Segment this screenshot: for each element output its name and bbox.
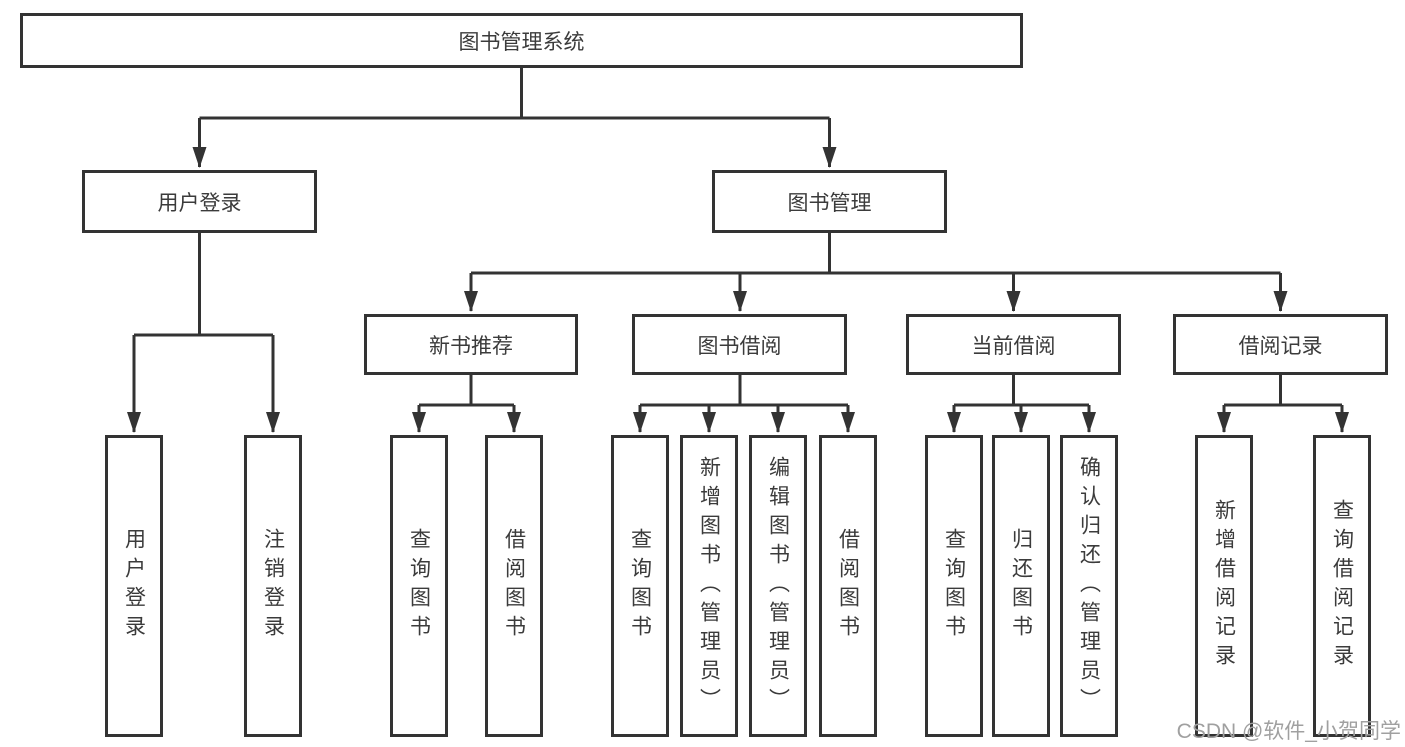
- leaf-nbr-borrow-books-label: 借阅图书: [502, 528, 526, 644]
- node-new-book-recommend-label: 新书推荐: [429, 334, 513, 358]
- leaf-br-query-record-label: 查询借阅记录: [1330, 499, 1354, 673]
- leaf-cb-confirm-return: 确认归还（管理员）: [1060, 435, 1118, 737]
- leaf-cb-query-books-label: 查询图书: [942, 528, 966, 644]
- node-borrow-records: 借阅记录: [1173, 314, 1388, 375]
- node-book-borrow-label: 图书借阅: [697, 334, 782, 358]
- leaf-logout: 注销登录: [244, 435, 302, 737]
- connector-root-bus: [199, 68, 830, 120]
- node-book-mgmt-label: 图书管理: [787, 191, 872, 215]
- leaf-bb-query-books: 查询图书: [611, 435, 669, 737]
- leaf-cb-return-books: 归还图书: [992, 435, 1050, 737]
- leaf-bb-borrow-books-label: 借阅图书: [836, 528, 860, 644]
- leaf-bb-borrow-books: 借阅图书: [819, 435, 877, 737]
- node-new-book-recommend: 新书推荐: [364, 314, 578, 375]
- leaf-br-add-record: 新增借阅记录: [1195, 435, 1253, 737]
- leaf-nbr-query-books: 查询图书: [390, 435, 448, 737]
- connector-new-book-rec-bus: [419, 375, 514, 407]
- leaf-bb-add-books-label: 新增图书（管理员）: [697, 455, 721, 717]
- connector-borrow-records-bus: [1224, 375, 1342, 407]
- leaf-br-query-record: 查询借阅记录: [1313, 435, 1371, 737]
- leaf-nbr-query-books-label: 查询图书: [407, 528, 431, 644]
- leaf-user-login: 用户登录: [105, 435, 163, 737]
- csdn-watermark: CSDN @软件_小贺同学: [1176, 720, 1401, 743]
- node-borrow-records-label: 借阅记录: [1238, 334, 1323, 358]
- connector-user-login-bus: [134, 233, 273, 337]
- leaf-cb-query-books: 查询图书: [925, 435, 983, 737]
- leaf-br-add-record-label: 新增借阅记录: [1212, 499, 1236, 673]
- node-current-borrow-label: 当前借阅: [971, 334, 1056, 358]
- connector-book-mgmt-bus: [471, 233, 1281, 275]
- leaf-cb-confirm-return-label: 确认归还（管理员）: [1077, 455, 1101, 717]
- node-user-login-label: 用户登录: [157, 191, 242, 215]
- leaf-bb-query-books-label: 查询图书: [628, 528, 652, 644]
- node-book-borrow: 图书借阅: [632, 314, 847, 375]
- node-root-label: 图书管理系统: [458, 30, 585, 54]
- node-user-login: 用户登录: [82, 170, 317, 233]
- connector-current-borrow-bus: [954, 375, 1089, 407]
- leaf-nbr-borrow-books: 借阅图书: [485, 435, 543, 737]
- leaf-logout-label: 注销登录: [261, 528, 285, 644]
- leaf-bb-edit-books: 编辑图书（管理员）: [749, 435, 807, 737]
- node-current-borrow: 当前借阅: [906, 314, 1121, 375]
- leaf-bb-edit-books-label: 编辑图书（管理员）: [766, 455, 790, 717]
- connector-book-borrow-bus: [640, 375, 848, 407]
- leaf-cb-return-books-label: 归还图书: [1009, 528, 1033, 644]
- node-root: 图书管理系统: [20, 13, 1023, 68]
- node-book-mgmt: 图书管理: [712, 170, 947, 233]
- leaf-user-login-label: 用户登录: [122, 528, 146, 644]
- leaf-bb-add-books: 新增图书（管理员）: [680, 435, 738, 737]
